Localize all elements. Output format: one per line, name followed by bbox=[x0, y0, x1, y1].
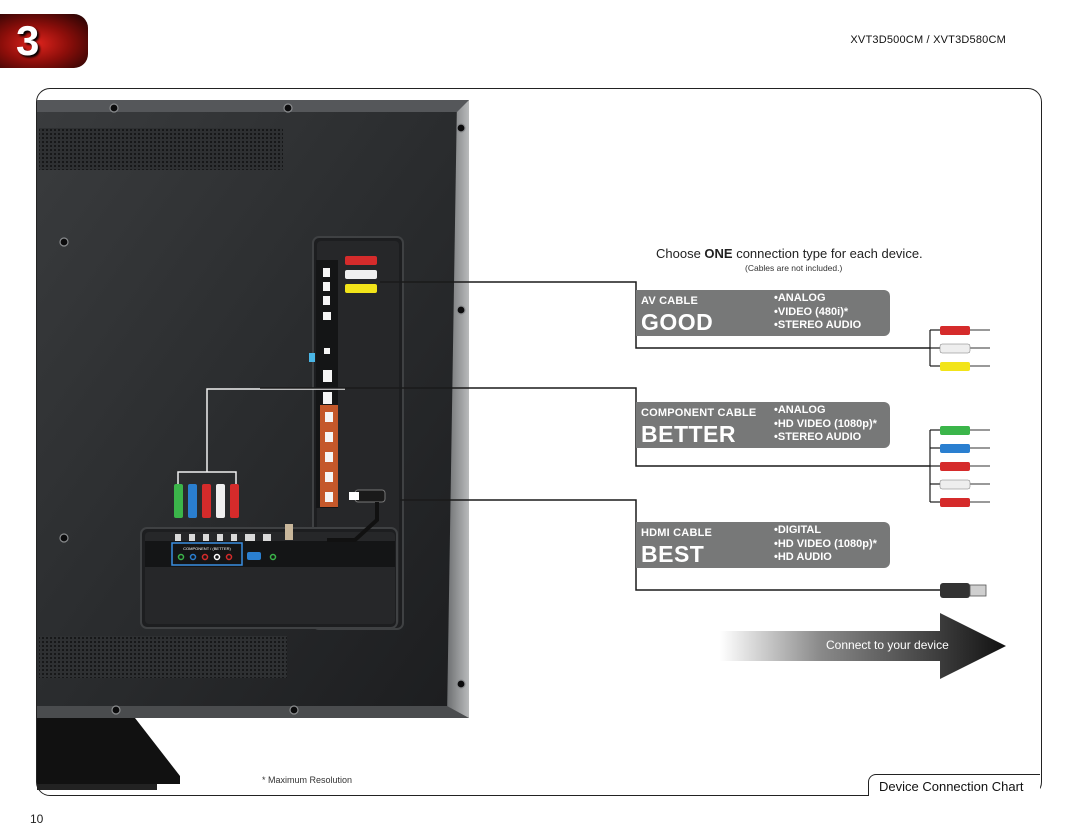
feature-item: HD AUDIO bbox=[774, 551, 877, 565]
cables-note: (Cables are not included.) bbox=[745, 263, 843, 273]
vent-top bbox=[39, 128, 283, 170]
instruction-emphasis: ONE bbox=[704, 246, 733, 261]
feature-item: ANALOG bbox=[774, 292, 861, 306]
quality-rating: BETTER bbox=[641, 421, 736, 447]
feature-item: HD VIDEO (1080p)* bbox=[774, 538, 877, 552]
quality-rating: BEST bbox=[641, 541, 705, 567]
vent-bottom bbox=[39, 636, 287, 678]
cable-type: HDMI CABLE bbox=[641, 527, 713, 539]
cable-type: COMPONENT CABLE bbox=[641, 407, 757, 419]
hdmi-cable-plug bbox=[940, 583, 987, 598]
hdmi-cable-box: HDMI CABLE BEST DIGITAL HD VIDEO (1080p)… bbox=[636, 522, 890, 568]
tv-bevel-right bbox=[447, 100, 469, 718]
instruction-suffix: connection type for each device. bbox=[732, 246, 923, 261]
tv-stand bbox=[37, 718, 180, 790]
page-number: 10 bbox=[30, 812, 44, 826]
content-frame bbox=[36, 88, 1042, 796]
chapter-number: 3 bbox=[16, 17, 40, 64]
feature-item: HD VIDEO (1080p)* bbox=[774, 418, 877, 432]
instruction-text: Choose ONE connection type for each devi… bbox=[656, 246, 923, 261]
av-cable-plugs bbox=[939, 326, 990, 371]
feature-list: ANALOG VIDEO (480i)* STEREO AUDIO bbox=[774, 292, 861, 333]
feature-list: ANALOG HD VIDEO (1080p)* STEREO AUDIO bbox=[774, 404, 877, 445]
feature-item: VIDEO (480i)* bbox=[774, 306, 861, 320]
feature-list: DIGITAL HD VIDEO (1080p)* HD AUDIO bbox=[774, 524, 877, 565]
feature-item: ANALOG bbox=[774, 404, 877, 418]
footnote: * Maximum Resolution bbox=[262, 775, 353, 785]
instruction-prefix: Choose bbox=[656, 246, 705, 261]
av-cable-box: AV CABLE GOOD ANALOG VIDEO (480i)* STERE… bbox=[636, 290, 890, 336]
quality-rating: GOOD bbox=[641, 309, 714, 335]
cable-type: AV CABLE bbox=[641, 295, 699, 307]
tv-back-illustration: COMPONENT / (BETTER) bbox=[37, 100, 469, 718]
feature-item: STEREO AUDIO bbox=[774, 431, 877, 445]
model-number: XVT3D500CM / XVT3D580CM bbox=[850, 34, 1006, 46]
connect-arrow-icon bbox=[720, 613, 1006, 679]
component-cable-box: COMPONENT CABLE BETTER ANALOG HD VIDEO (… bbox=[636, 402, 890, 448]
feature-item: STEREO AUDIO bbox=[774, 319, 861, 333]
chapter-badge: 3 bbox=[0, 14, 88, 68]
component-cable-plugs bbox=[939, 426, 990, 507]
component-panel-label: COMPONENT / (BETTER) bbox=[183, 546, 231, 551]
chart-title: Device Connection Chart bbox=[868, 774, 1040, 796]
connect-label: Connect to your device bbox=[826, 638, 949, 652]
feature-item: DIGITAL bbox=[774, 524, 877, 538]
